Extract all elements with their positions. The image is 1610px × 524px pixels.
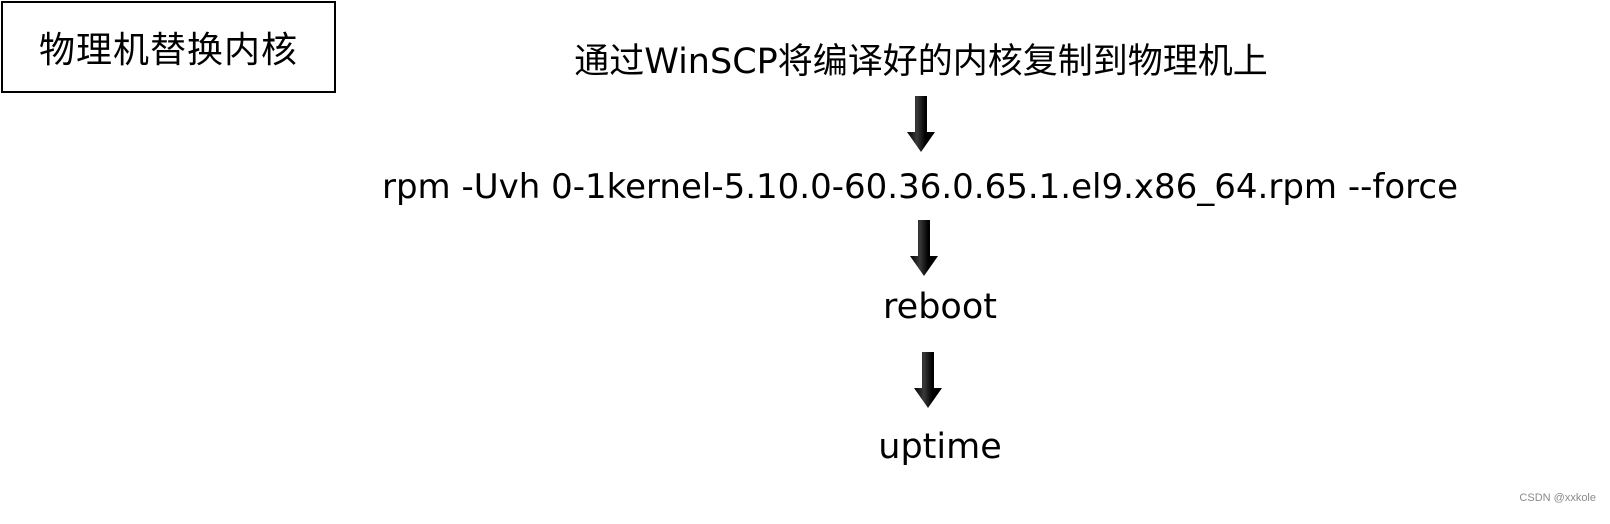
down-arrow-icon: [914, 352, 942, 408]
down-arrow-icon: [907, 96, 935, 152]
down-arrow-icon: [910, 220, 938, 276]
step-copy-kernel: 通过WinSCP将编译好的内核复制到物理机上: [574, 42, 1268, 82]
diagram-title: 物理机替换内核: [38, 30, 298, 71]
diagram-title-box: 物理机替换内核: [1, 1, 336, 93]
step-uptime: uptime: [878, 427, 1002, 467]
step-reboot: reboot: [883, 287, 997, 327]
watermark: CSDN @xxkole: [1519, 492, 1596, 504]
step-install-rpm: rpm -Uvh 0-1kernel-5.10.0-60.36.0.65.1.e…: [381, 167, 1459, 207]
